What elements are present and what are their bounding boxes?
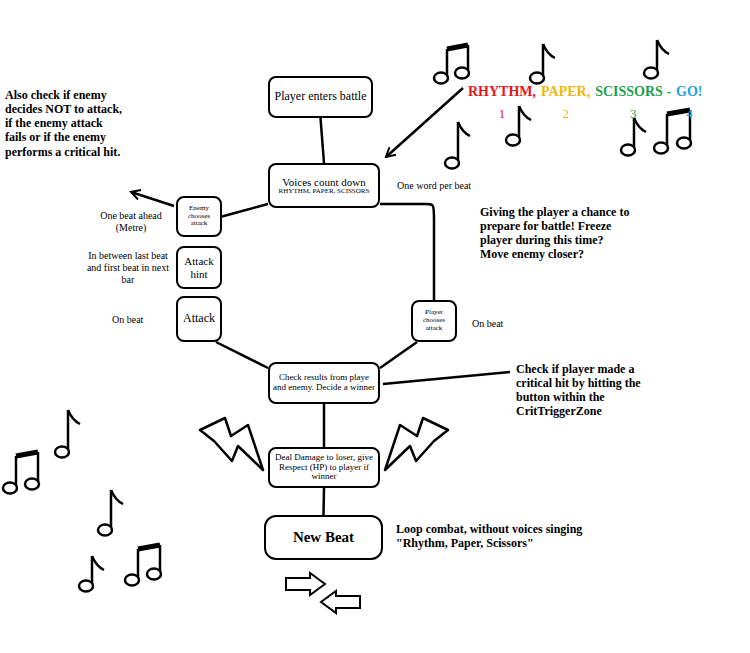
music-note: [530, 44, 555, 84]
countdown-box: Voices count downRHYTHM, PAPER, SCISSORS: [268, 163, 380, 208]
box-text: Attack: [183, 312, 215, 325]
music-note: [506, 106, 531, 146]
leader-line: [383, 372, 510, 384]
process-box: Check results from playe and enemy. Deci…: [268, 362, 380, 404]
chant-word: PAPER,: [541, 84, 590, 101]
timing-note: One word per beat: [397, 180, 471, 192]
connector: [380, 204, 434, 300]
loop-box: New Beat: [264, 515, 383, 560]
music-note: [644, 40, 669, 79]
box-text: Enemy chooses attack: [180, 205, 218, 228]
box-text: Attack hint: [180, 255, 218, 279]
loop-arrow: [286, 573, 325, 595]
note-text: Also check if enemy decides NOT to attac…: [5, 88, 123, 159]
pointer-arrow: [386, 88, 463, 157]
chant-word: GO!: [676, 84, 702, 101]
process-box: Enemy chooses attack: [176, 196, 222, 237]
beat-number: 1: [499, 106, 506, 121]
music-note: [654, 110, 691, 154]
beat-number: 4: [686, 106, 693, 121]
lightning-bolt: [385, 418, 448, 470]
connector: [323, 404, 326, 447]
music-note: [55, 410, 80, 458]
process-box: Deal Damage to loser, give Respect (HP) …: [268, 447, 380, 488]
connector: [322, 488, 325, 515]
connector: [321, 118, 325, 163]
music-note: [125, 545, 161, 586]
process-box: Player chooses attack: [411, 300, 457, 342]
beat-number: 3: [630, 106, 637, 121]
beat-number: 2: [562, 106, 569, 121]
chant-word: SCISSORS -: [595, 84, 671, 101]
timing-note: In between last beat and first beat in n…: [84, 250, 172, 285]
note-text: Loop combat, without voices singing "Rhy…: [396, 522, 626, 550]
music-note: [445, 122, 470, 169]
timing-note: On beat: [112, 314, 143, 326]
connector: [216, 342, 268, 368]
box-text: Player enters battle: [275, 90, 367, 103]
box-text: RHYTHM, PAPER, SCISSORS: [279, 188, 370, 196]
box-text: New Beat: [293, 529, 354, 546]
music-note: [621, 118, 646, 156]
chant-word: RHYTHM,: [468, 84, 536, 101]
timing-note: One beat ahead (Metre): [90, 210, 172, 234]
lightning-bolt: [200, 418, 263, 470]
music-note: [98, 490, 123, 536]
music-note: [3, 452, 39, 494]
pointer-arrow: [131, 192, 174, 206]
note-text: Check if player made a critical hit by h…: [516, 362, 666, 419]
timing-note: On beat: [472, 318, 503, 330]
connector: [222, 204, 268, 217]
box-text: Deal Damage to loser, give Respect (HP) …: [272, 453, 376, 483]
start-box: Player enters battle: [268, 76, 373, 118]
box-text: Check results from playe and enemy. Deci…: [272, 373, 376, 393]
box-text: Voices count down: [282, 176, 366, 188]
process-box: Attack hint: [176, 246, 222, 289]
box-text: Player chooses attack: [415, 309, 453, 332]
music-note: [434, 45, 469, 84]
loop-arrow: [321, 591, 360, 613]
note-text: Giving the player a chance to prepare fo…: [480, 205, 630, 262]
process-box: Attack: [176, 296, 222, 342]
connector: [380, 342, 417, 368]
music-note: [79, 556, 104, 592]
